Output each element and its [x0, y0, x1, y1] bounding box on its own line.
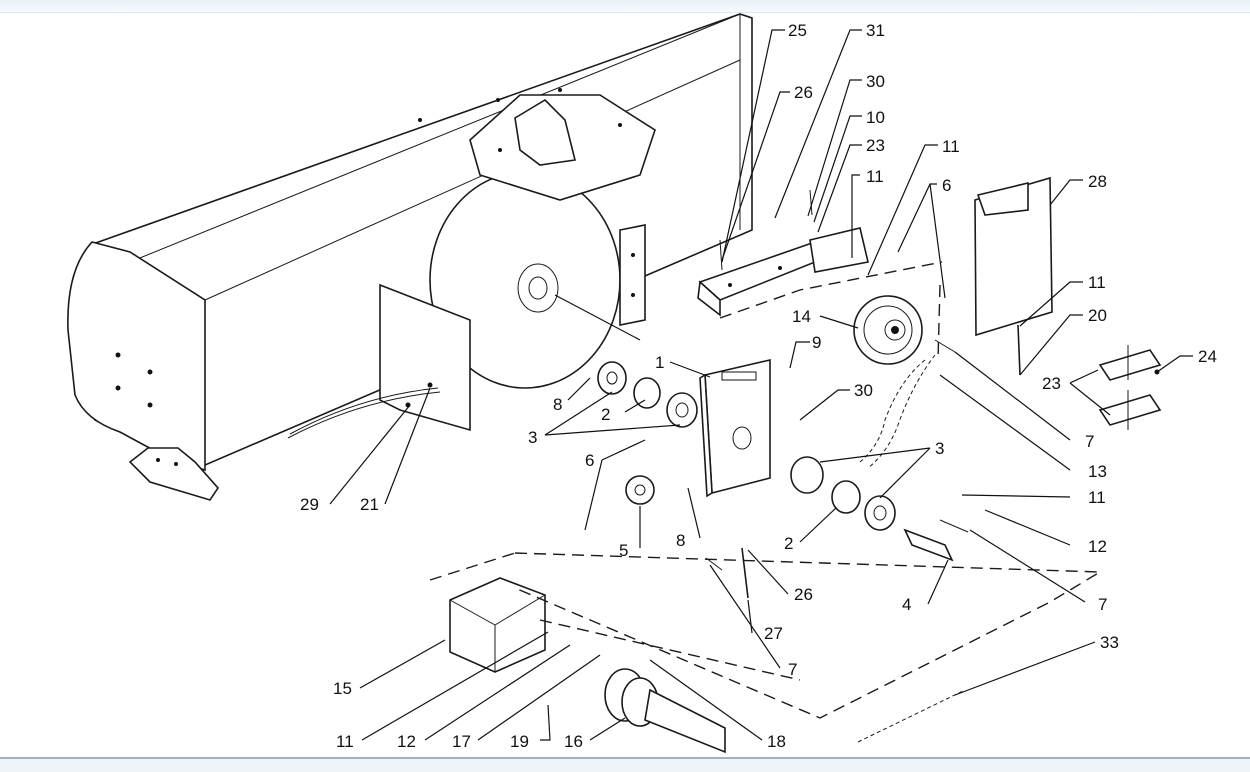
callout-2: 2: [784, 534, 793, 553]
callout-5: 5: [619, 541, 628, 560]
callout-12: 12: [397, 732, 416, 751]
callout-11: 11: [1088, 488, 1106, 507]
right-bearings: [790, 456, 954, 562]
callout-21: 21: [360, 495, 379, 514]
window-bottom-strip: [0, 757, 1250, 772]
left-bearings: [597, 361, 698, 428]
callout-12: 11: [942, 137, 960, 156]
mounting-plates: [1098, 345, 1162, 430]
callout-6: 6: [942, 176, 951, 195]
callout-18: 18: [767, 732, 786, 751]
callout-24: 24: [1198, 347, 1217, 366]
callout-15: 15: [333, 679, 352, 698]
callout-14: 14: [792, 307, 811, 326]
callout-23: 23: [1042, 374, 1061, 393]
callout-11: 11: [866, 167, 884, 186]
callout-32: 31: [866, 21, 885, 40]
bearing-housing: [699, 358, 771, 498]
window-top-strip: [0, 0, 1250, 13]
callout-labels: 25 31 26 30 10 23 11 11 6 28 11 20 24 23…: [300, 21, 1217, 751]
drive-sprocket: [853, 295, 923, 365]
pto-shaft: [604, 668, 726, 754]
callout-29: 29: [300, 495, 319, 514]
callout-27: 27: [764, 624, 783, 643]
callout-9: 8: [553, 395, 562, 414]
callout-22: 23: [866, 136, 885, 155]
callout-30: 30: [866, 72, 885, 91]
drive-chain: [859, 354, 936, 469]
small-sprocket: [625, 475, 655, 505]
callout-28: 28: [1088, 172, 1107, 191]
callout-4: 4: [902, 595, 911, 614]
callout-19: 19: [510, 732, 529, 751]
callout-7: 7: [1098, 595, 1107, 614]
assembly-outline: [429, 261, 1103, 719]
callout-1: 1: [655, 353, 664, 372]
callout-12: 12: [1088, 537, 1107, 556]
chain-guard: [974, 176, 1053, 337]
callout-2: 2: [601, 405, 610, 424]
safety-chain: [857, 689, 966, 743]
left-bearing-plate: [287, 283, 471, 439]
callout-33: 33: [1100, 633, 1119, 652]
callout-3: 3: [528, 428, 537, 447]
callout-17: 17: [452, 732, 471, 751]
callout-6: 6: [585, 451, 594, 470]
callout-13: 13: [1088, 462, 1107, 481]
leader-lines: [329, 29, 1193, 741]
callout-20: 20: [1088, 306, 1107, 325]
callout-7: 7: [788, 660, 797, 679]
callout-3: 3: [935, 439, 944, 458]
callout-11: 11: [1088, 273, 1106, 292]
fasteners: [705, 189, 1021, 599]
pto-cover: [449, 577, 546, 673]
callout-31: 30: [854, 381, 873, 400]
callout-10: 9: [812, 333, 821, 352]
callout-11: 11: [336, 732, 354, 751]
callout-26: 26: [794, 83, 813, 102]
fan-housing: [429, 94, 656, 389]
callout-16: 16: [564, 732, 583, 751]
callout-26: 26: [794, 585, 813, 604]
callout-7: 7: [1085, 432, 1094, 451]
callout-11: 10: [866, 108, 885, 127]
callout-25: 25: [788, 21, 807, 40]
callout-8: 8: [676, 531, 685, 550]
upper-bracket: [697, 227, 869, 317]
